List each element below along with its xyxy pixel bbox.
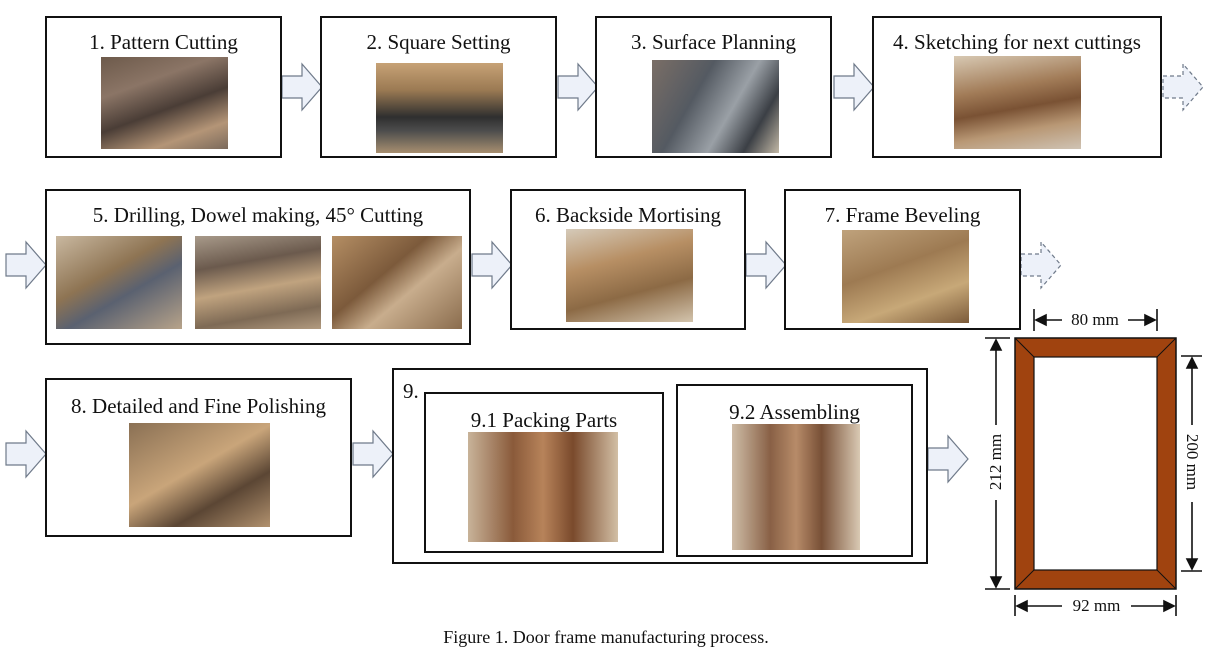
- figure-caption: Figure 1. Door frame manufacturing proce…: [443, 627, 769, 647]
- step-1-box: 1. Pattern Cutting: [45, 16, 282, 158]
- step-5-photo-cutting: [332, 236, 462, 329]
- arrow-8-9: [352, 429, 394, 479]
- step-9-2-photo: [732, 424, 860, 550]
- arrow-2-3: [557, 62, 599, 112]
- step-2-box: 2. Square Setting: [320, 16, 557, 158]
- step-8-box: 8. Detailed and Fine Polishing: [45, 378, 352, 537]
- step-5-title: 5. Drilling, Dowel making, 45° Cutting: [92, 203, 424, 227]
- arrow-9-frame: [927, 434, 969, 484]
- arrow-row2-out: [1020, 240, 1062, 290]
- dim-right-label: 200 mm: [1183, 433, 1202, 491]
- step-3-photo: [652, 60, 779, 153]
- step-9-2-title: 9.2 Assembling: [729, 400, 860, 424]
- step-3-title: 3. Surface Planning: [630, 30, 797, 54]
- step-2-title: 2. Square Setting: [366, 30, 511, 54]
- step-9-1-photo: [468, 432, 618, 542]
- step-8-photo: [129, 423, 270, 527]
- step-6-photo: [566, 229, 693, 322]
- step-9-2-box: 9.2 Assembling: [676, 384, 913, 557]
- frame-inner: [1033, 356, 1158, 571]
- arrow-5-6: [471, 240, 513, 290]
- step-9-label: 9.: [403, 379, 419, 403]
- step-7-photo: [842, 230, 969, 323]
- step-4-box: 4. Sketching for next cuttings: [872, 16, 1162, 158]
- dim-left-label: 212 mm: [986, 433, 1005, 491]
- step-6-title: 6. Backside Mortising: [534, 203, 722, 227]
- arrow-6-7: [745, 240, 787, 290]
- arrow-row1-out: [1162, 62, 1204, 112]
- step-4-title: 4. Sketching for next cuttings: [893, 30, 1141, 54]
- step-9-1-box: 9.1 Packing Parts: [424, 392, 664, 553]
- step-7-title: 7. Frame Beveling: [824, 203, 981, 227]
- dim-bottom-label: 92 mm: [1072, 596, 1121, 615]
- dimension-lines: [985, 309, 1202, 616]
- dim-top-label: 80 mm: [1071, 310, 1119, 329]
- step-5-photo-drilling: [56, 236, 182, 329]
- arrow-row3-in: [5, 429, 47, 479]
- step-9-1-title: 9.1 Packing Parts: [470, 408, 618, 432]
- step-1-title: 1. Pattern Cutting: [89, 30, 238, 54]
- step-1-photo: [101, 57, 228, 149]
- step-7-box: 7. Frame Beveling: [784, 189, 1021, 330]
- step-6-box: 6. Backside Mortising: [510, 189, 746, 330]
- door-frame-drawing: [1014, 337, 1177, 590]
- arrow-3-4: [833, 62, 875, 112]
- step-5-box: 5. Drilling, Dowel making, 45° Cutting: [45, 189, 471, 345]
- step-3-box: 3. Surface Planning: [595, 16, 832, 158]
- arrow-1-2: [281, 62, 323, 112]
- arrow-row2-in: [5, 240, 47, 290]
- step-2-photo: [376, 63, 503, 153]
- step-8-title: 8. Detailed and Fine Polishing: [71, 394, 326, 418]
- step-5-photo-dowel: [195, 236, 321, 329]
- step-9-box: 9. 9.1 Packing Parts 9.2 Assembling: [392, 368, 928, 564]
- step-4-photo: [954, 56, 1081, 149]
